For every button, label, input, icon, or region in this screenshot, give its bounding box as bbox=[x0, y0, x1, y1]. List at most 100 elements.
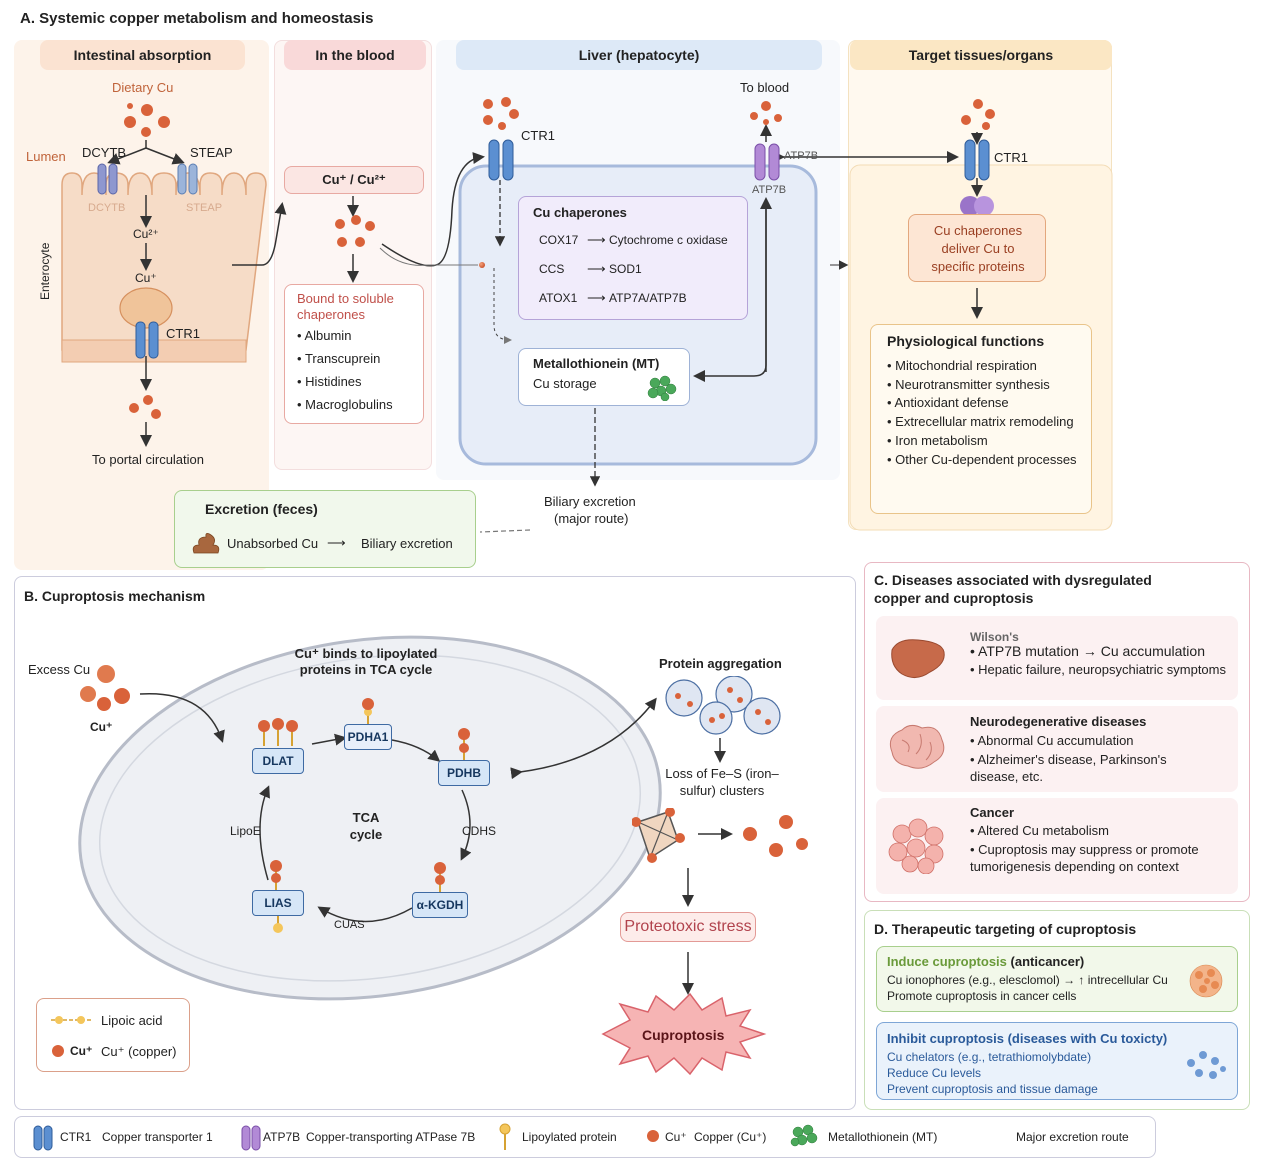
list-item: ATP7B mutation → Cu accumulation bbox=[970, 642, 1230, 660]
lias-node: LIAS bbox=[252, 890, 304, 916]
cu-markers-dlat bbox=[256, 716, 300, 753]
copper-ions-liver bbox=[478, 96, 524, 137]
list-item: Albumin bbox=[297, 327, 393, 346]
dietary-cu-label: Dietary Cu bbox=[112, 80, 174, 95]
legend-mt: Metallothionein (MT) bbox=[828, 1130, 938, 1144]
cu-legend-mark: Cu⁺ bbox=[70, 1044, 93, 1058]
ctr1-intestinal-label: CTR1 bbox=[166, 326, 200, 341]
excess-cu-label: Excess Cu bbox=[28, 662, 91, 677]
ctr1-legend-icon bbox=[32, 1124, 54, 1157]
header-intestinal: Intestinal absorption bbox=[40, 40, 245, 70]
neuro-title: Neurodegenerative diseases bbox=[970, 714, 1147, 729]
inhibit-line3: Prevent cuproptosis and tissue damage bbox=[887, 1082, 1098, 1096]
dcytb-label: DCYTB bbox=[82, 145, 127, 160]
tca-cycle-label: TCA cycle bbox=[349, 810, 383, 842]
induce-title: Induce cuproptosis (anticancer) bbox=[887, 954, 1084, 970]
proteotoxic-stress-box: Proteotoxic stress bbox=[620, 912, 756, 942]
dcytb-faint-label: DCYTB bbox=[88, 202, 126, 214]
cuproptosis-label: Cuproptosis bbox=[642, 1027, 725, 1043]
ctr1-target-icon bbox=[962, 138, 992, 187]
enterocyte-label: Enterocyte bbox=[38, 242, 52, 300]
phys-list: Mitochondrial respiration Neurotransmitt… bbox=[887, 357, 1087, 469]
metallothionein-box: Metallothionein (MT) Cu storage bbox=[518, 348, 690, 406]
unabsorbed-cu-label: Unabsorbed Cu bbox=[227, 536, 319, 551]
atp7b-bottom-label: ATP7B bbox=[752, 184, 787, 196]
cu-markers-akgdh bbox=[428, 860, 452, 897]
portal-circulation-label: To portal circulation bbox=[92, 452, 204, 467]
cuproptosis-burst bbox=[601, 992, 767, 1076]
blood-cu-label: Cu⁺ / Cu²⁺ bbox=[322, 172, 386, 187]
list-item: Histidines bbox=[297, 373, 393, 392]
panel-c-title: C. Diseases associated with dysregulated… bbox=[874, 572, 1152, 606]
target-chaperone-text: Cu chaperones deliver Cu to specific pro… bbox=[931, 223, 1025, 275]
cu1-label: Cu⁺ bbox=[135, 271, 157, 285]
biliary-major-route: (major route) bbox=[554, 511, 629, 526]
metallothionein-legend-icon bbox=[790, 1124, 818, 1153]
metallothionein-icon bbox=[647, 375, 677, 406]
atp7b-side-label: ATP7B bbox=[784, 150, 819, 162]
mt-sub: Cu storage bbox=[533, 376, 597, 391]
list-item: Antioxidant defense bbox=[887, 394, 1087, 413]
steap-faint-label: STEAP bbox=[186, 202, 223, 214]
copper-ions-to-blood bbox=[746, 98, 786, 133]
lipoic-acid-label: Lipoic acid bbox=[101, 1013, 163, 1028]
lumen-label: Lumen bbox=[26, 149, 66, 164]
lipoe-label: LipoE bbox=[230, 824, 261, 838]
dcytb-transporter-icon bbox=[96, 162, 120, 201]
list-item: Abnormal Cu accumulation bbox=[970, 733, 1230, 750]
panel-d-title: D. Therapeutic targeting of cuproptosis bbox=[874, 921, 1137, 937]
excretion-biliary-label: Biliary excretion bbox=[361, 536, 453, 551]
blood-cu-label-box: Cu⁺ / Cu²⁺ bbox=[284, 166, 424, 194]
legend-ctr1-desc: Copper transporter 1 bbox=[102, 1130, 213, 1144]
inhibit-line1: Cu chelators (e.g., tetrathiomolybdate) bbox=[887, 1050, 1092, 1064]
ctr1-transporter-icon bbox=[134, 320, 160, 365]
phys-title: Physiological functions bbox=[887, 333, 1045, 349]
liver-icon bbox=[888, 636, 948, 689]
excretion-title: Excretion (feces) bbox=[205, 501, 318, 517]
inhibit-card[interactable]: Inhibit cuproptosis (diseases with Cu to… bbox=[876, 1022, 1238, 1100]
induce-card[interactable]: Induce cuproptosis (anticancer) Cu ionop… bbox=[876, 946, 1238, 1012]
copper-ions-target bbox=[956, 96, 1000, 137]
cu-markers-pdha1 bbox=[358, 696, 378, 731]
list-item: Transcuprein bbox=[297, 350, 393, 369]
chaperone-from-2: ATOX1 bbox=[539, 291, 578, 305]
lipoyl-lias-bottom bbox=[266, 916, 290, 941]
panel-a-title: A. Systemic copper metabolism and homeos… bbox=[20, 10, 374, 27]
chaperone-from-0: COX17 bbox=[539, 233, 579, 247]
protein-aggregation-label: Protein aggregation bbox=[659, 656, 782, 671]
bound-chaperones-box: Bound to soluble chaperones Albumin Tran… bbox=[284, 284, 424, 424]
chaperone-arrow-1: ⟶ bbox=[587, 261, 606, 276]
cancer-list: Altered Cu metabolism Cuproptosis may su… bbox=[970, 823, 1214, 876]
atp7b-legend-icon bbox=[240, 1124, 262, 1157]
inhibit-line2: Reduce Cu levels bbox=[887, 1066, 982, 1080]
lipoic-acid-icon bbox=[49, 1013, 93, 1031]
pdha1-node: PDHA1 bbox=[344, 724, 392, 750]
bound-chaperones-title: Bound to soluble chaperones bbox=[297, 291, 394, 323]
cu2-label: Cu²⁺ bbox=[133, 227, 159, 241]
feces-icon bbox=[191, 531, 221, 560]
legend-ctr1: CTR1 bbox=[60, 1130, 92, 1144]
copper-ions-excess bbox=[76, 662, 138, 721]
chelator-dots-icon bbox=[1183, 1047, 1229, 1088]
legend-route: Major excretion route bbox=[1016, 1130, 1129, 1144]
excretion-box: Excretion (feces) Unabsorbed Cu ⟶ Biliar… bbox=[174, 490, 476, 568]
list-item: Other Cu-dependent processes bbox=[887, 451, 1087, 470]
list-item: Neurotransmitter synthesis bbox=[887, 376, 1087, 395]
chaperone-to-1: SOD1 bbox=[609, 262, 642, 276]
ctr1-liver-icon bbox=[486, 138, 516, 187]
physiological-functions-box: Physiological functions Mitochondrial re… bbox=[870, 324, 1092, 514]
akgdh-node: α-KGDH bbox=[412, 892, 468, 918]
header-target: Target tissues/organs bbox=[850, 40, 1112, 70]
copper-legend-icon bbox=[51, 1044, 65, 1063]
copper-ions-dietary bbox=[120, 100, 180, 140]
binds-label: Cu⁺ binds to lipoylated proteins in TCA … bbox=[294, 646, 438, 678]
copper-ions-portal bbox=[126, 392, 166, 427]
cu-markers-pdhb bbox=[452, 726, 476, 767]
list-item: Altered Cu metabolism bbox=[970, 823, 1214, 840]
inhibit-title: Inhibit cuproptosis (diseases with Cu to… bbox=[887, 1031, 1168, 1046]
panel-b-title: B. Cuproptosis mechanism bbox=[24, 588, 206, 604]
chaperone-from-1: CCS bbox=[539, 262, 565, 276]
copper-legend-bottom-icon bbox=[646, 1129, 660, 1148]
list-item: Mitochondrial respiration bbox=[887, 357, 1087, 376]
induce-tag: (anticancer) bbox=[1010, 954, 1085, 969]
